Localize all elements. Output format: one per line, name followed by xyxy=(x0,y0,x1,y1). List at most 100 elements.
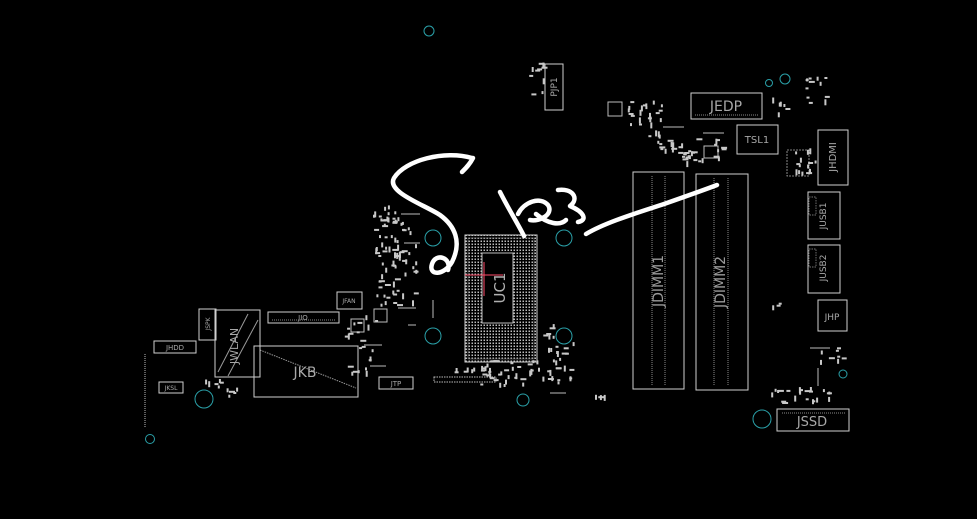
jhp-connector[interactable]: JHP xyxy=(817,299,848,332)
smd-pad xyxy=(407,227,410,231)
smd-pad xyxy=(824,95,830,98)
smd-pad xyxy=(640,105,643,112)
tsl1-outline xyxy=(736,124,779,155)
smd-pad xyxy=(517,366,522,368)
smd-pad xyxy=(531,67,534,72)
smd-pad xyxy=(394,211,397,215)
signature-stroke-tail xyxy=(583,182,720,237)
smd-pad xyxy=(402,259,408,262)
jdimm1-outline xyxy=(632,171,685,390)
uc1-cpu[interactable]: UC1 xyxy=(464,234,538,363)
smd-pad xyxy=(397,244,400,251)
smd-pad xyxy=(777,112,780,118)
smd-pad xyxy=(360,339,367,342)
jedp-outline xyxy=(690,92,763,120)
jspk-connector[interactable]: JSPK xyxy=(198,308,217,341)
jusb1-connector[interactable]: JUSB1 xyxy=(807,191,841,240)
fpc-pad-row xyxy=(433,376,497,383)
smd-pad xyxy=(537,68,543,71)
jksl-connector[interactable]: JKSL xyxy=(158,381,184,394)
smd-pad xyxy=(384,284,391,286)
smd-pad xyxy=(375,252,381,255)
smd-pad xyxy=(685,156,691,159)
jtp-connector[interactable]: JTP xyxy=(378,376,414,390)
smd-pad xyxy=(693,159,698,162)
jwlan-edge xyxy=(217,313,249,373)
smd-pads xyxy=(205,62,847,405)
jhdmi-outline xyxy=(817,129,849,186)
smd-pad xyxy=(380,218,383,222)
smd-pad xyxy=(783,104,786,107)
jdimm2-slot[interactable]: JDIMM2 xyxy=(695,173,749,391)
jssd-connector[interactable]: JSSD xyxy=(776,408,850,432)
smd-pad xyxy=(394,265,397,269)
smd-pad xyxy=(655,112,660,115)
smd-pad xyxy=(361,345,366,348)
smd-pad xyxy=(828,357,835,360)
smd-pad xyxy=(392,248,399,251)
jkb-connector[interactable]: JKB xyxy=(253,345,359,398)
smd-pad xyxy=(386,296,391,299)
smd-pad xyxy=(549,369,552,376)
jhdmi-pads xyxy=(786,149,810,177)
jedp-connector[interactable]: JEDP xyxy=(690,92,763,120)
jio-connector[interactable]: JIO xyxy=(267,311,340,324)
smd-pad xyxy=(824,99,827,106)
jusb2-connector[interactable]: JUSB2 xyxy=(807,244,841,294)
smd-pad xyxy=(649,112,651,119)
smd-pad xyxy=(563,347,569,350)
smd-pad xyxy=(233,392,237,394)
signature-stroke-k xyxy=(515,198,552,223)
mounting-holes xyxy=(145,25,848,444)
smd-pad xyxy=(798,164,801,168)
smd-pad xyxy=(717,139,720,142)
smd-pad xyxy=(638,117,641,124)
smd-pad xyxy=(388,246,391,253)
smd-pad xyxy=(572,342,575,347)
smd-pad xyxy=(826,392,832,395)
smd-pad xyxy=(809,148,812,155)
smd-pad xyxy=(378,286,383,289)
smd-pad xyxy=(809,390,813,393)
smd-pad xyxy=(782,402,789,404)
smd-pad xyxy=(555,367,562,370)
jhdd-connector[interactable]: JHDD xyxy=(153,340,197,354)
smd-pad xyxy=(824,77,828,79)
smd-pad xyxy=(806,96,810,99)
smd-pad xyxy=(786,389,791,392)
smd-pad xyxy=(835,349,839,352)
smd-pad xyxy=(639,123,642,126)
smd-pad xyxy=(503,384,506,387)
jfan-connector[interactable]: JFAN xyxy=(336,291,363,310)
mounting-hole xyxy=(555,229,573,247)
smd-pad xyxy=(392,260,395,267)
signature-stroke-i xyxy=(497,189,527,239)
smd-pad xyxy=(463,370,468,373)
jwlan-slot[interactable]: JWLAN xyxy=(214,309,261,378)
smd-pad xyxy=(682,155,685,158)
smd-pad xyxy=(776,304,781,307)
smd-pad xyxy=(408,252,411,256)
smd-pad xyxy=(658,109,663,112)
pjp1-component[interactable]: PJP1 xyxy=(544,63,564,111)
jhp-outline xyxy=(817,299,848,332)
smd-pad xyxy=(799,157,802,163)
smd-pad xyxy=(394,278,401,281)
jhdd-label: JHDD xyxy=(165,344,184,352)
mounting-hole xyxy=(765,79,773,87)
smd-pad xyxy=(794,395,797,402)
smd-pad xyxy=(805,87,809,90)
smd-pad xyxy=(480,383,484,386)
jusb1-outline xyxy=(807,191,841,240)
jspk-outline xyxy=(198,308,217,341)
smd-pad xyxy=(819,81,822,86)
smd-pad xyxy=(837,347,841,350)
tsl1-component[interactable]: TSL1 xyxy=(736,124,779,155)
smd-pad xyxy=(392,220,398,223)
jdimm1-slot[interactable]: JDIMM1 xyxy=(632,171,685,390)
smd-pad xyxy=(394,237,397,243)
smd-pad xyxy=(630,114,635,117)
jhdmi-connector[interactable]: JHDMI xyxy=(786,129,849,186)
smd-pad xyxy=(806,172,813,175)
